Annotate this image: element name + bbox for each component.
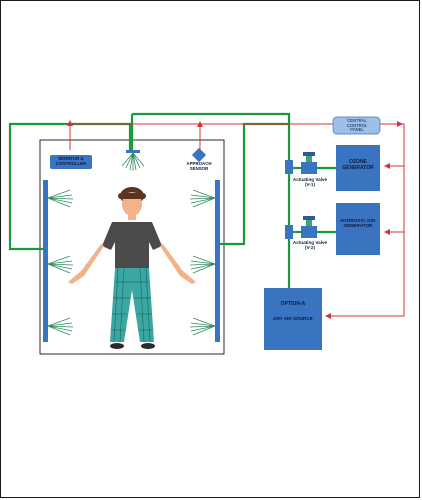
ozone-generator-box bbox=[336, 145, 380, 191]
hydroxyl-generator-box bbox=[336, 203, 380, 255]
green-pipe-network bbox=[8, 112, 336, 290]
approach-sensor-label: APPROACH SENSOR bbox=[186, 161, 212, 171]
hydroxyl-generator-label: HYDROXYL ION GENERATOR bbox=[340, 218, 376, 229]
right-nozzle-panel bbox=[215, 180, 220, 342]
central-control-panel-label: CENTRAL CONTROL PANEL bbox=[346, 118, 368, 133]
approach-sensor-icon bbox=[191, 147, 207, 163]
ozone-generator-label: OZONE GENERATOR bbox=[342, 159, 374, 171]
dry-air-source-box bbox=[264, 288, 322, 350]
valve2-label: Actuating Valve (V-2) bbox=[292, 240, 328, 251]
left-nozzle-panel bbox=[43, 180, 48, 342]
valve-icon bbox=[301, 216, 317, 238]
valve1-label: Actuating Valve (V-1) bbox=[292, 177, 328, 188]
central-control-panel-box bbox=[332, 116, 381, 135]
person-icon bbox=[68, 187, 196, 349]
monitor-controller-box bbox=[50, 155, 92, 169]
left-spray-fans bbox=[47, 189, 74, 336]
pipe-junction bbox=[285, 160, 293, 174]
pipe-junction bbox=[285, 225, 293, 239]
red-signal-lines bbox=[67, 120, 405, 319]
spray-nozzle-icon bbox=[121, 150, 145, 171]
monitor-controller-label: MONITOR & CONTROLLER bbox=[55, 156, 87, 166]
right-spray-fans bbox=[189, 189, 216, 336]
option-a-label: OPTION-A bbox=[280, 301, 306, 307]
dry-air-source-label: DRY AIR SOURCE bbox=[273, 316, 313, 321]
valve-icon bbox=[301, 152, 317, 174]
